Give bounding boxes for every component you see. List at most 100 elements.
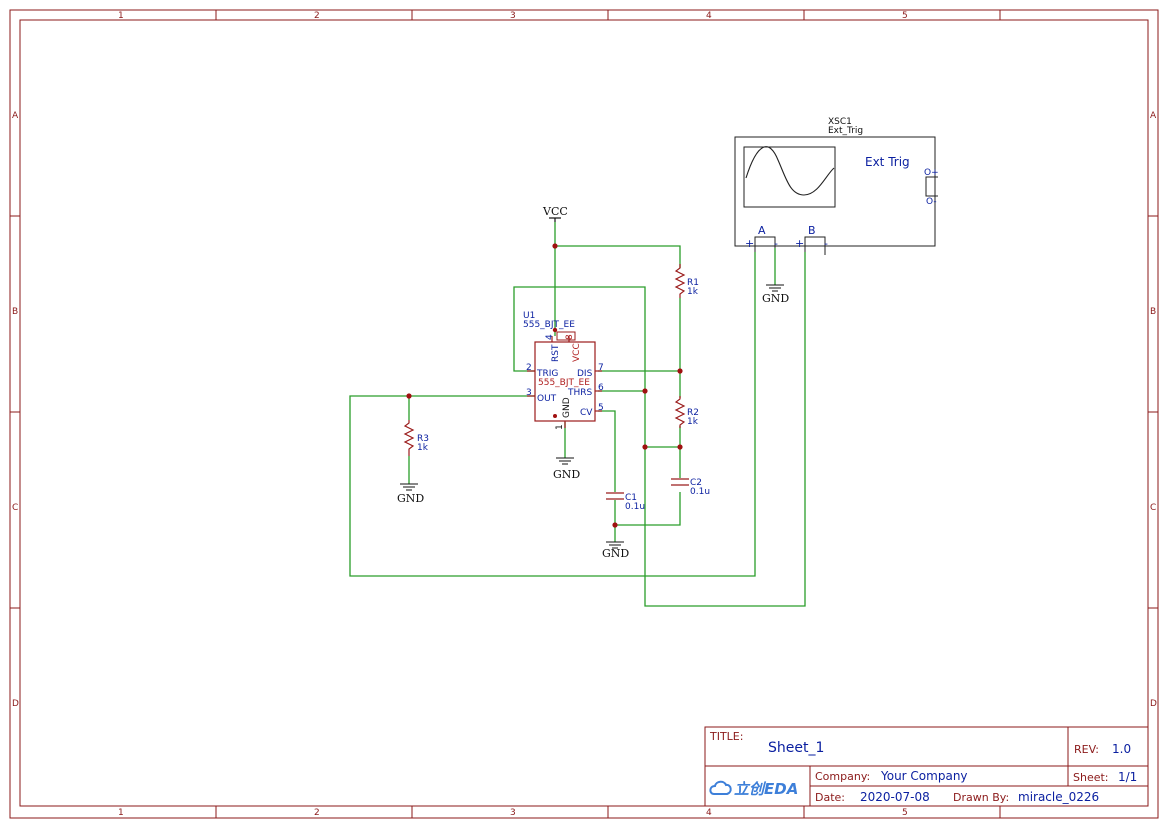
drawn-by-label: Drawn By: [953,791,1009,804]
scope-title: Ext Trig [865,155,910,169]
c2-capacitor[interactable]: C2 0.1u [671,478,710,497]
junction-dot [552,243,558,249]
date-label: Date: [815,791,845,804]
channel-b-label: B [808,224,816,237]
drawing-frame: 1 2 3 4 5 1 2 3 4 5 A B C D A B C D [9,9,1159,819]
r2-ref: R2 [687,408,699,418]
column-label: 3 [510,808,516,818]
row-label: C [12,503,18,513]
column-label: 4 [706,808,712,818]
channel-a-plus: + [745,237,754,250]
logo-text: 立创EDA [734,780,798,798]
pin-trig: TRIG [536,369,558,379]
sheet-label: Sheet: [1073,771,1109,784]
pin-number: 7 [598,363,604,373]
c2-value: 0.1u [690,487,710,497]
r3-ref: R3 [417,434,429,444]
company-value: Your Company [880,769,968,783]
rev-label: REV: [1074,743,1099,756]
channel-b-terminal[interactable] [804,236,826,255]
gnd-symbol-scope[interactable]: GND [762,284,789,305]
junction-dot [642,444,648,450]
date-value: 2020-07-08 [860,790,930,804]
column-label: 4 [706,11,712,21]
pin-gnd: GND [562,397,572,418]
pin-number: 5 [598,403,604,413]
c1-value: 0.1u [625,502,645,512]
channel-a-minus: - [774,237,778,250]
row-label: B [1150,307,1156,317]
sine-wave-icon [745,146,835,196]
junction-dot [552,327,558,333]
c2-ref: C2 [690,478,702,488]
row-label: C [1150,503,1156,513]
row-label: A [12,111,19,121]
channel-b-minus: - [824,237,828,250]
u1-body-label: 555_BJT_EE [538,378,590,388]
title-label: TITLE: [709,730,743,743]
r3-value: 1k [417,443,429,453]
wires [349,222,806,607]
pin-thrs: THRS [567,388,593,398]
r2-resistor[interactable]: R2 1k [674,396,699,428]
gnd-label: GND [602,547,629,560]
c1-capacitor[interactable]: C1 0.1u [606,492,645,512]
channel-a-terminal[interactable] [754,236,776,252]
pin-number: 1 [555,424,565,430]
gnd-symbol-c1[interactable]: GND [602,541,629,560]
gnd-symbol-u1[interactable]: GND [553,457,580,481]
row-label: A [1150,111,1157,121]
junction-dot [406,393,412,399]
scope-ref: XSC1 [828,117,852,127]
row-label: D [1150,699,1157,709]
pin-number: 2 [526,363,532,373]
ext-trig-minus: O- [926,197,937,207]
rev-value: 1.0 [1112,742,1131,756]
junction-dot [612,522,618,528]
row-label: B [12,307,18,317]
column-label: 1 [118,11,124,21]
drawn-by-value: miracle_0226 [1018,790,1099,804]
company-label: Company: [815,770,870,783]
r2-value: 1k [687,417,699,427]
r1-value: 1k [687,287,699,297]
u1-555-timer[interactable]: U1 555_BJT_EE 555_BJT_EE TRIG OUT DIS TH… [523,311,604,430]
channel-b-plus: + [795,237,804,250]
column-label: 1 [118,808,124,818]
junction-dot [677,444,683,450]
junction-dot [553,414,557,418]
r1-ref: R1 [687,278,699,288]
gnd-label: GND [553,468,580,481]
pin-cv: CV [580,408,593,418]
u1-ref: U1 [523,311,535,321]
gnd-label: GND [762,292,789,305]
gnd-label: GND [397,492,424,505]
pin-number: 6 [598,383,604,393]
ext-trig-terminal[interactable] [925,176,938,197]
column-label: 2 [314,808,320,818]
title-block: TITLE: Sheet_1 REV: 1.0 Company: Your Co… [704,726,1149,807]
scope-value: Ext_Trig [828,126,863,136]
vcc-symbol[interactable]: VCC [542,205,568,222]
gnd-symbol-r3[interactable]: GND [397,483,424,505]
junction-dot [642,388,648,394]
c1-ref: C1 [625,493,637,503]
oscilloscope-xsc1[interactable]: XSC1 Ext_Trig Ext Trig A + - B + - O+ O- [734,117,939,255]
pin-vcc: VCC [572,343,582,362]
row-label: D [12,699,19,709]
pin-out: OUT [537,394,557,404]
pin-number: 3 [526,388,532,398]
pin-number: 8 [565,334,575,340]
pin-dis: DIS [577,369,593,379]
channel-a-label: A [758,224,766,237]
junctions [406,243,683,528]
vcc-label: VCC [542,205,568,218]
lceda-logo: 立创EDA [709,780,798,798]
pin-rst: RST [551,344,561,362]
sheet-number: 1/1 [1118,770,1137,784]
junction-dot [677,368,683,374]
r3-resistor[interactable]: R3 1k [403,420,429,456]
r1-resistor[interactable]: R1 1k [674,264,699,298]
cloud-icon [709,780,732,795]
